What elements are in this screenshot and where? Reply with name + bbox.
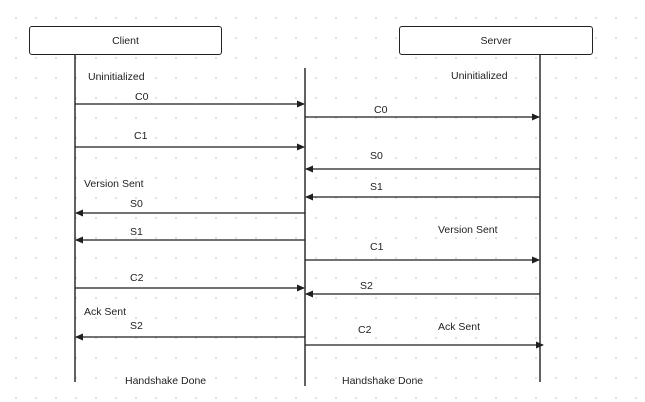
- message-label: S0: [370, 150, 383, 162]
- client-state-handshake-done: Handshake Done: [125, 375, 207, 387]
- server-state-uninitialized: Uninitialized: [451, 70, 508, 82]
- server-state-ack-sent: Ack Sent: [438, 321, 481, 333]
- client-state-version-sent: Version Sent: [84, 178, 144, 190]
- client-state-ack-sent: Ack Sent: [84, 306, 127, 318]
- message-label: C1: [134, 130, 148, 142]
- client-participant-label: Client: [112, 34, 139, 47]
- message-label: C0: [135, 91, 149, 103]
- server-state-version-sent: Version Sent: [438, 224, 498, 236]
- message-label: S2: [360, 280, 373, 292]
- client-participant-box[interactable]: Client: [29, 26, 222, 55]
- client-state-uninitialized: Uninitialized: [88, 71, 145, 83]
- message-label: C1: [370, 241, 384, 253]
- message-label: S1: [130, 226, 143, 238]
- middle-state-handshake-done: Handshake Done: [342, 375, 424, 387]
- message-label: C0: [374, 104, 388, 116]
- server-participant-box[interactable]: Server: [399, 26, 593, 55]
- server-participant-label: Server: [480, 34, 512, 47]
- message-label: C2: [358, 324, 372, 336]
- message-label: S0: [130, 198, 143, 210]
- message-label: C2: [130, 272, 144, 284]
- message-label: S2: [130, 320, 143, 332]
- message-label: S1: [370, 181, 383, 193]
